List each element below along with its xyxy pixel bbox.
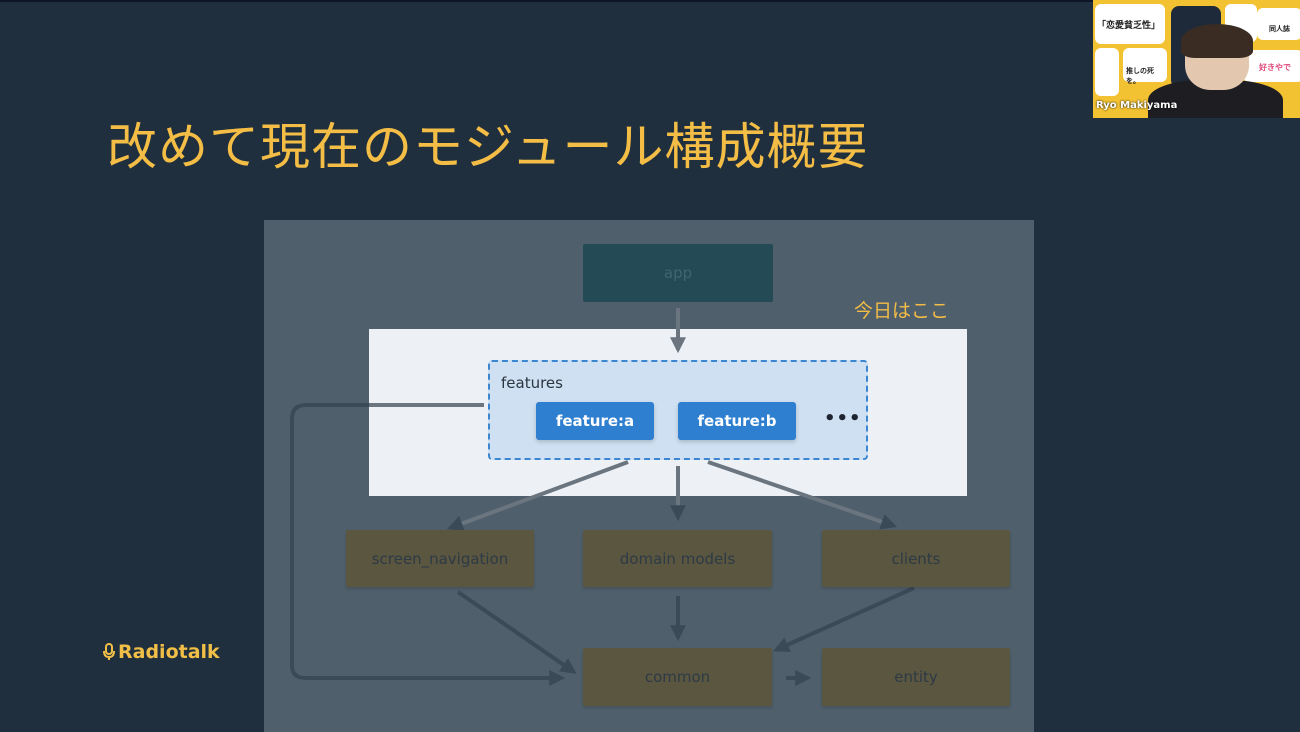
- bg-card: [1095, 48, 1119, 96]
- participant-hair: [1181, 24, 1253, 58]
- radiotalk-logo: Radiotalk: [102, 641, 220, 663]
- arrow-screen-nav-common: [456, 590, 577, 674]
- brand-name: Radiotalk: [118, 641, 220, 663]
- more-features-ellipsis: •••: [824, 408, 862, 429]
- features-label: features: [501, 374, 563, 392]
- clients-module: clients: [822, 530, 1010, 587]
- arrow-clients-common: [773, 586, 915, 653]
- bg-card: 「恋愛貧乏性」: [1095, 4, 1165, 44]
- arrow-features-screen-nav: [446, 460, 629, 532]
- slide-title: 改めて現在のモジュール構成概要: [107, 118, 869, 176]
- bg-card: 好きやで: [1243, 50, 1300, 82]
- feature-a-module: feature:a: [536, 402, 654, 440]
- microphone-icon: [103, 643, 115, 660]
- today-focus-label: 今日はここ: [854, 300, 950, 322]
- participant-video[interactable]: 「恋愛貧乏性」 推しの死を。 同人誌 好きやで Ryo Makiyama: [1093, 0, 1300, 118]
- domain-models-module: domain models: [583, 530, 772, 587]
- participant-name: Ryo Makiyama: [1096, 100, 1178, 111]
- feature-b-module: feature:b: [678, 402, 796, 440]
- features-group: features feature:a feature:b •••: [488, 360, 868, 460]
- connector-lines: [290, 308, 915, 686]
- arrow-features-clients: [707, 460, 898, 530]
- bg-card: 推しの死を。: [1123, 48, 1167, 85]
- bg-card: 同人誌: [1257, 8, 1300, 40]
- app-module: app: [583, 244, 773, 302]
- screen-navigation-module: screen_navigation: [346, 530, 534, 587]
- entity-module: entity: [822, 648, 1010, 706]
- module-diagram: app 今日はここ features feature:a feature:b •…: [264, 220, 1034, 732]
- common-module: common: [583, 648, 772, 706]
- top-border: [0, 0, 1300, 2]
